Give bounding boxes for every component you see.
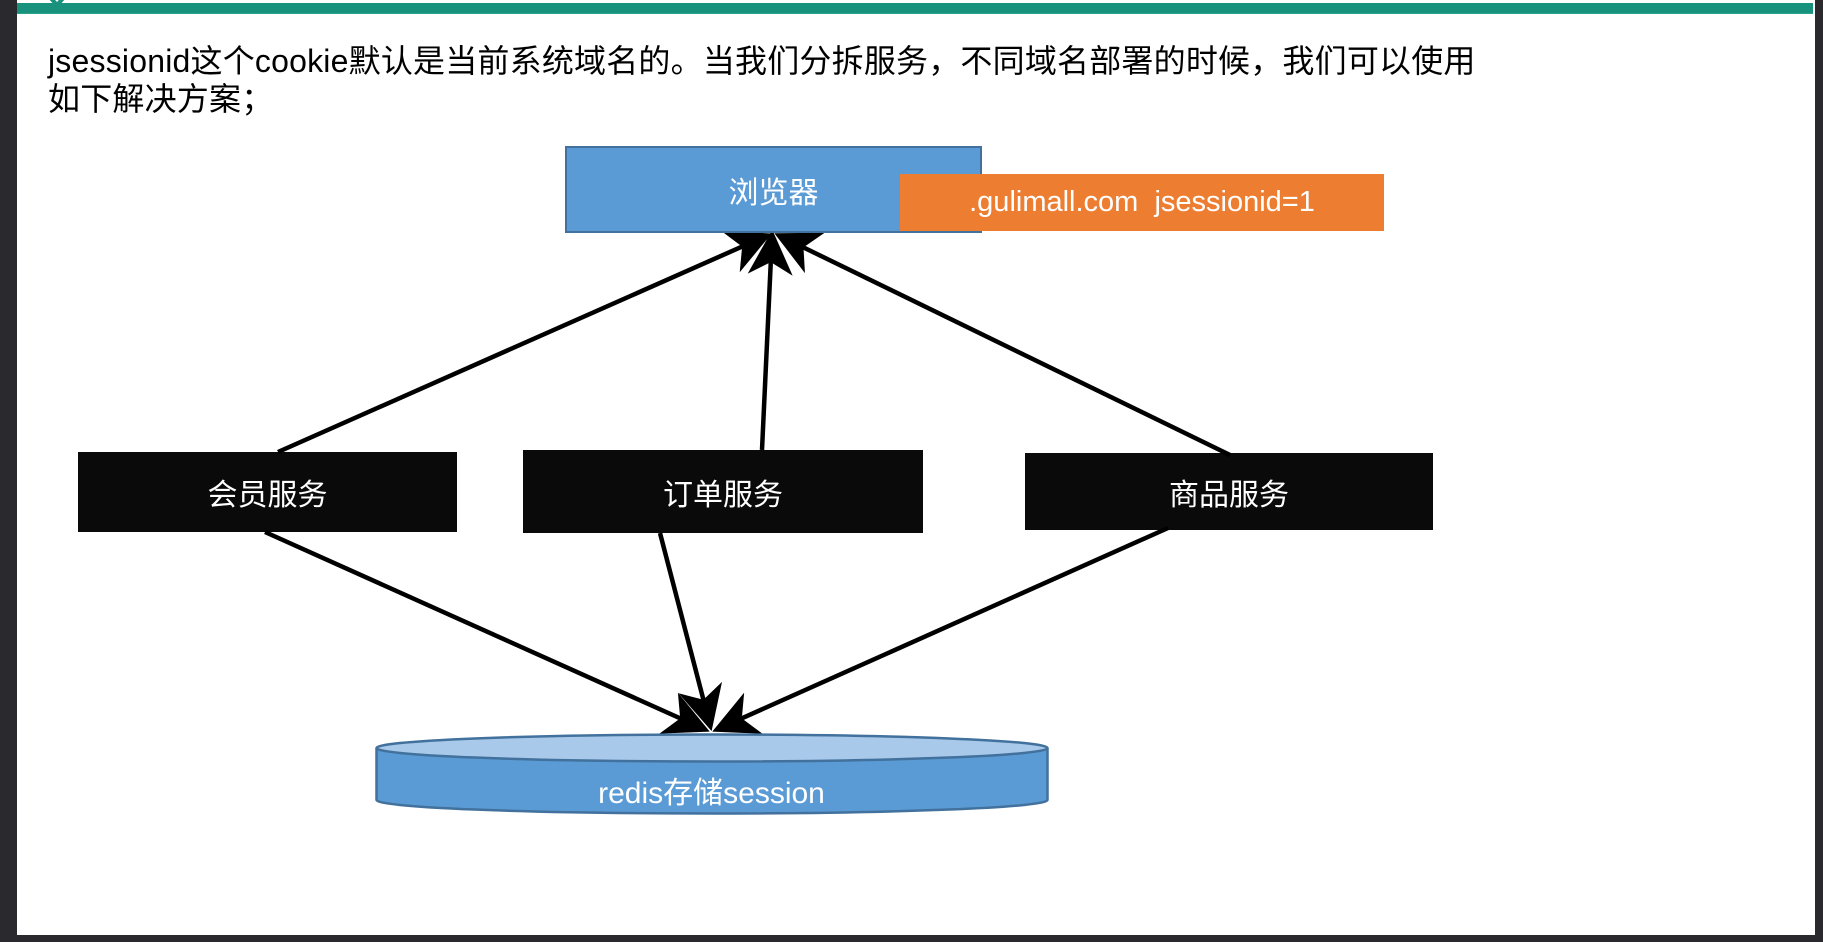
intro-paragraph: jsessionid这个cookie默认是当前系统域名的。当我们分拆服务，不同域… bbox=[48, 42, 1648, 118]
chevron-down-icon[interactable] bbox=[44, 0, 70, 7]
service-order-label: 订单服务 bbox=[663, 478, 783, 512]
redis-node-label: redis存储session bbox=[598, 777, 825, 810]
service-product-label: 商品服务 bbox=[1169, 478, 1289, 512]
redis-cylinder-body bbox=[375, 748, 1049, 815]
service-node-product: 商品服务 bbox=[1025, 453, 1433, 530]
edge-member-to-redis bbox=[264, 529, 710, 734]
edge-order-to-redis bbox=[657, 532, 723, 732]
intro-line-2: 如下解决方案； bbox=[48, 81, 274, 117]
intro-line-1: jsessionid这个cookie默认是当前系统域名的。当我们分拆服务，不同域… bbox=[48, 43, 1476, 79]
top-accent-bar bbox=[17, 3, 1813, 14]
service-node-member: 会员服务 bbox=[78, 452, 457, 532]
window-left-edge bbox=[0, 0, 17, 942]
window-right-edge bbox=[1815, 0, 1823, 942]
browser-node-label: 浏览器 bbox=[728, 176, 819, 210]
edge-product-to-redis bbox=[712, 525, 1169, 734]
edge-member-to-browser bbox=[277, 231, 772, 455]
redis-cylinder bbox=[375, 733, 1049, 815]
service-node-order: 订单服务 bbox=[523, 450, 923, 533]
window-bottom-edge bbox=[17, 935, 1823, 942]
edge-order-to-browser bbox=[747, 229, 793, 451]
redis-cylinder-top bbox=[375, 733, 1049, 763]
cookie-domain-label: .gulimall.com jsessionid=1 bbox=[969, 186, 1315, 218]
edge-product-to-browser bbox=[774, 232, 1231, 458]
service-member-label: 会员服务 bbox=[207, 479, 328, 512]
cookie-domain-tag: .gulimall.com jsessionid=1 bbox=[900, 174, 1384, 231]
